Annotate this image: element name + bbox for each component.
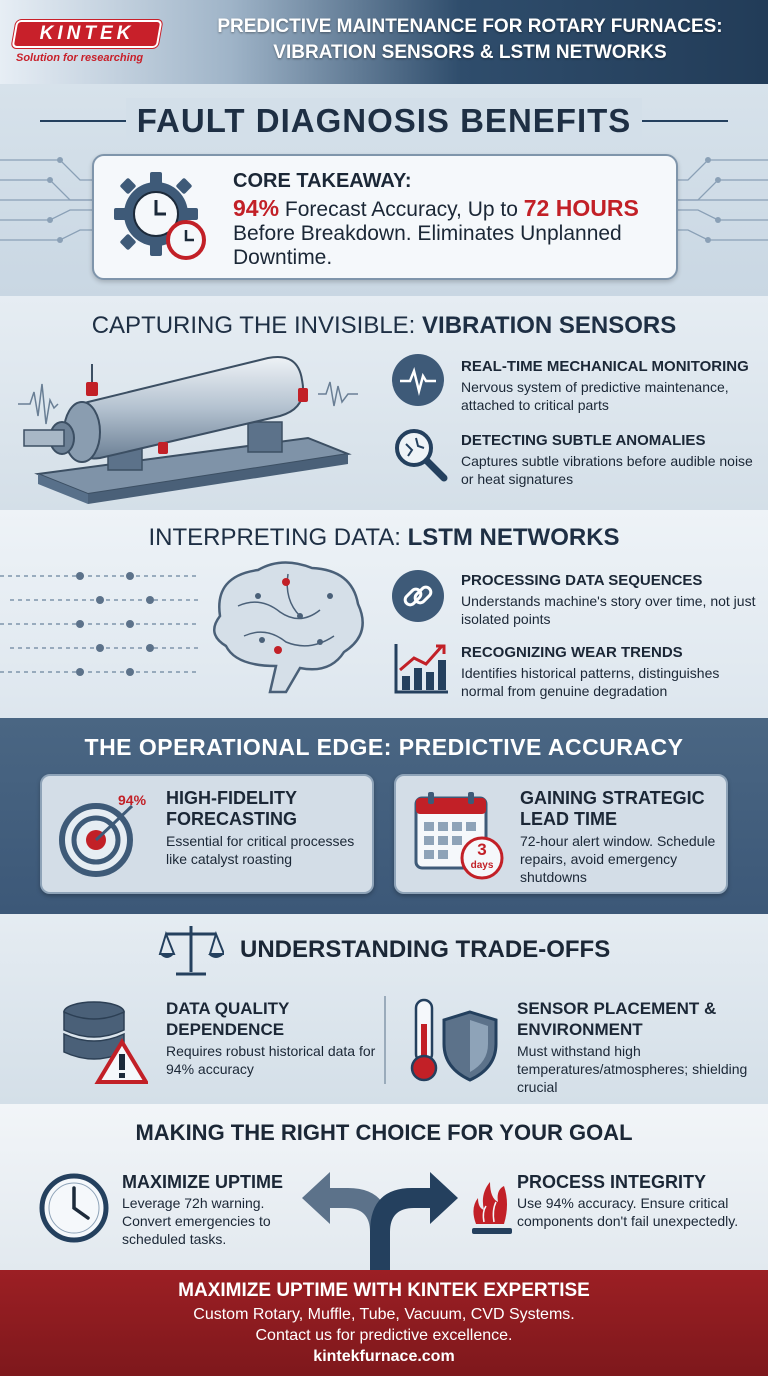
database-warning-icon — [63, 1001, 148, 1084]
sensor-item-text-1: Nervous system of predictive maintenance… — [461, 379, 729, 413]
edge-title: THE OPERATIONAL EDGE: PREDICTIVE ACCURAC… — [84, 734, 684, 760]
benefits-title: FAULT DIAGNOSIS BENEFITS — [126, 98, 642, 144]
data-quality-text: Requires robust historical data for 94% … — [166, 1043, 376, 1077]
lstm-item-title-2: RECOGNIZING WEAR TRENDS — [461, 644, 683, 661]
forecasting-text: Essential for critical processes like ca… — [166, 833, 355, 867]
hours-value: 72 HOURS — [523, 195, 639, 221]
lstm-item-text-1: Understands machine's story over time, n… — [461, 593, 756, 627]
sensor-item-title-1: REAL-TIME MECHANICAL MONITORING — [461, 358, 749, 375]
sensor-item-title-2: DETECTING SUBTLE ANOMALIES — [461, 432, 706, 449]
circuit-decoration — [0, 157, 768, 243]
logo-tagline: Solution for researching — [16, 52, 144, 64]
page-title-line2: VIBRATION SENSORS & LSTM NETWORKS — [273, 42, 667, 63]
split-arrow-graphic — [302, 1172, 458, 1270]
lstm-item-title-1: PROCESSING DATA SEQUENCES — [461, 572, 703, 589]
sensors-title-plain: CAPTURING THE INVISIBLE: — [91, 312, 423, 339]
neural-data-illustration — [0, 561, 364, 694]
magnifier-icon — [395, 429, 448, 482]
core-takeaway-body: Before Breakdown. Eliminates Unplanned D… — [233, 222, 622, 269]
lstm-section — [0, 510, 768, 718]
heartbeat-icon — [400, 366, 436, 396]
tradeoffs-title: UNDERSTANDING TRADE-OFFS — [240, 936, 611, 963]
sensor-placement-text: Must withstand high temperatures/atmosph… — [517, 1043, 748, 1095]
chain-link-icon — [403, 585, 433, 607]
calendar-icon — [414, 792, 504, 880]
accuracy-text: Forecast Accuracy, Up to — [284, 198, 518, 221]
page-title: PREDICTIVE MAINTENANCE FOR ROTARY FURNAC… — [180, 14, 760, 66]
accuracy-value: 94% — [233, 195, 280, 221]
process-integrity-title: PROCESS INTEGRITY — [517, 1172, 707, 1192]
process-integrity-text: Use 94% accuracy. Ensure critical compon… — [517, 1195, 739, 1229]
maximize-uptime-title: MAXIMIZE UPTIME — [122, 1172, 283, 1192]
forecast-badge: 94% — [118, 792, 147, 808]
lead-time-title: GAINING STRATEGIC LEAD TIME — [520, 788, 705, 829]
choice-title: MAKING THE RIGHT CHOICE FOR YOUR GOAL — [135, 1120, 633, 1145]
maximize-uptime-text: Leverage 72h warning. Convert emergencie… — [122, 1195, 271, 1247]
lead-time-text: 72-hour alert window. Schedule repairs, … — [520, 833, 716, 885]
core-takeaway-label: CORE TAKEAWAY: — [233, 170, 412, 192]
link-icon-circle — [392, 570, 444, 622]
days-badge-unit: days — [470, 860, 494, 871]
thermometer-shield-icon — [410, 998, 498, 1082]
cta-line1: Custom Rotary, Muffle, Tube, Vacuum, CVD… — [193, 1306, 575, 1323]
sensors-title: CAPTURING THE INVISIBLE: VIBRATION SENSO… — [0, 312, 768, 340]
cta-title: MAXIMIZE UPTIME WITH KINTEK EXPERTISE — [178, 1280, 590, 1301]
data-quality-title: DATA QUALITY DEPENDENCE — [166, 999, 290, 1039]
logo-text: KINTEK — [39, 23, 135, 44]
gear-clock-icon — [114, 172, 206, 260]
cta-link[interactable]: kintekfurnace.com — [313, 1348, 455, 1365]
rotary-furnace-illustration — [18, 356, 358, 504]
days-badge-number: 3 — [477, 840, 487, 859]
core-takeaway-text: 94% Forecast Accuracy, Up to 72 HOURS Be… — [233, 196, 673, 270]
sensor-item-text-2: Captures subtle vibrations before audibl… — [461, 453, 753, 487]
clock-icon — [39, 1173, 109, 1243]
page-title-line1: PREDICTIVE MAINTENANCE FOR ROTARY FURNAC… — [217, 16, 723, 37]
sensor-placement-title: SENSOR PLACEMENT & ENVIRONMENT — [517, 999, 717, 1039]
trend-chart-icon — [394, 644, 448, 694]
tradeoffs-divider — [384, 996, 386, 1084]
forecasting-title: HIGH-FIDELITY FORECASTING — [166, 788, 298, 829]
lstm-title-bold: LSTM NETWORKS — [407, 524, 620, 551]
sensors-title-bold: VIBRATION SENSORS — [422, 312, 677, 339]
heartbeat-icon-circle — [392, 354, 444, 406]
lstm-title-plain: INTERPRETING DATA: — [148, 524, 408, 551]
cta-section — [0, 1270, 768, 1376]
target-icon — [59, 803, 134, 877]
lstm-item-text-2: Identifies historical patterns, distingu… — [461, 665, 720, 699]
lstm-title: INTERPRETING DATA: LSTM NETWORKS — [0, 524, 768, 552]
balance-scale-icon — [158, 926, 224, 976]
cta-line2: Contact us for predictive excellence. — [255, 1327, 513, 1344]
flame-icon — [472, 1182, 512, 1234]
